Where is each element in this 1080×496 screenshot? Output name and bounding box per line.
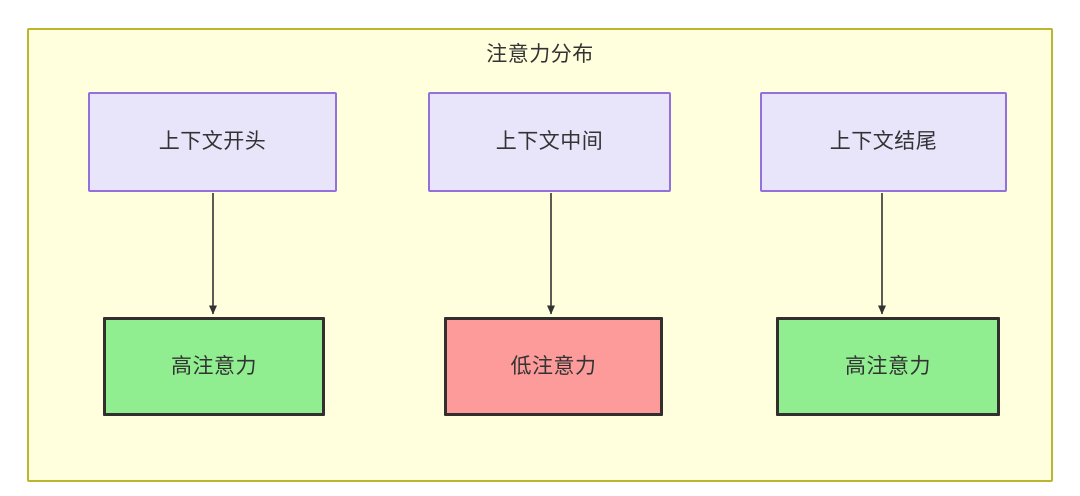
node-high-attention-start[interactable]: 高注意力 [103,317,325,416]
node-context-end[interactable]: 上下文结尾 [760,92,1007,192]
node-high-attention-end-label: 高注意力 [845,354,931,378]
node-context-start-label: 上下文开头 [158,130,267,153]
node-context-start[interactable]: 上下文开头 [88,92,337,192]
node-context-middle-label: 上下文中间 [495,130,604,153]
node-context-end-label: 上下文结尾 [829,130,938,153]
node-high-attention-start-label: 高注意力 [171,354,257,378]
node-high-attention-end[interactable]: 高注意力 [776,317,1000,416]
node-low-attention-middle[interactable]: 低注意力 [444,317,663,416]
cluster-title: 注意力分布 [486,43,594,66]
node-context-middle[interactable]: 上下文中间 [428,92,671,192]
node-low-attention-middle-label: 低注意力 [510,354,597,378]
